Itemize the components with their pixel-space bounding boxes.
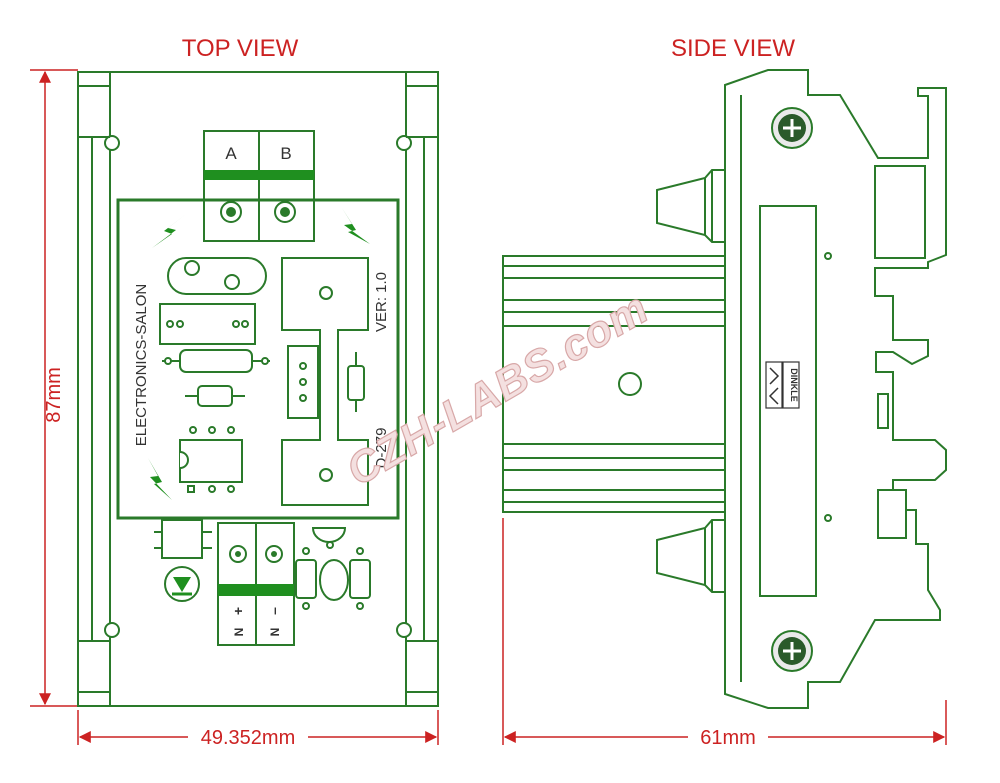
lightning-icon-top-left <box>152 215 185 248</box>
terminal-n2-label: N <box>268 628 282 637</box>
capacitor-left <box>295 559 317 599</box>
led-arrow-icon <box>173 577 191 592</box>
part-code-text: D-279 <box>373 428 390 469</box>
fuse-holder <box>161 519 203 559</box>
terminal-label-b: B <box>280 144 291 163</box>
capacitor-right <box>349 559 371 599</box>
dimension-top-width: 49.352mm <box>77 710 439 749</box>
side-view-title: SIDE VIEW <box>671 35 795 62</box>
pcb-outline <box>116 198 400 520</box>
brand-vertical-text: ELECTRONICS-SALON <box>133 284 150 447</box>
left-rail <box>77 71 111 707</box>
transistor <box>319 559 349 601</box>
dinkle-logo: DINKLE <box>765 361 800 409</box>
screw-cross-icon-top <box>783 119 801 137</box>
version-text: VER: 1.0 <box>373 272 390 332</box>
side-view <box>502 69 947 709</box>
resistor-small <box>197 385 233 407</box>
screw-cross-icon-bottom <box>783 642 801 660</box>
crystal-component <box>167 257 267 295</box>
height-label: 87mm <box>43 367 65 423</box>
dimension-height: 87mm <box>30 69 78 707</box>
lightning-icon-bottom-left <box>148 458 172 500</box>
terminal-plus-label: + <box>230 607 246 615</box>
terminal-n1-label: N <box>232 628 246 637</box>
dinkle-text: DINKLE <box>789 368 799 402</box>
resistor-box <box>159 303 256 345</box>
top-view-title: TOP VIEW <box>182 35 299 62</box>
regulator-outline <box>281 257 369 506</box>
ic-chip <box>179 439 243 483</box>
resistor-large <box>179 349 253 373</box>
dimension-side-width: 61mm <box>502 518 947 749</box>
diode-vertical <box>347 365 365 401</box>
lightning-icon-top-right <box>342 208 370 244</box>
top-width-label: 49.352mm <box>201 727 296 749</box>
terminal-minus-label: – <box>266 607 282 615</box>
right-rail <box>405 71 439 707</box>
terminal-label-a: A <box>225 144 237 163</box>
side-width-label: 61mm <box>700 727 756 749</box>
top-view <box>77 71 439 707</box>
